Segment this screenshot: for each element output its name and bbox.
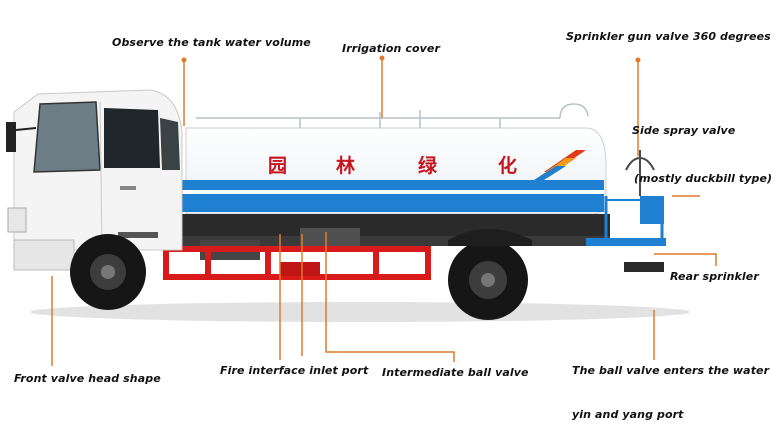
chassis [150,214,610,260]
ground-shadow [30,302,690,322]
tank-char-4: 化 [498,154,517,177]
label-ball-valve-enters: The ball valve enters the water [572,364,769,377]
label-observe-volume: Observe the tank water volume [112,36,311,49]
water-tank [180,104,606,214]
label-front-valve: Front valve head shape [14,372,161,385]
label-duckbill: (mostly duckbill type) [634,172,772,185]
front-wheel [70,234,146,310]
tank-char-2: 林 [336,154,355,177]
label-irrigation-cover: Irrigation cover [342,42,440,55]
rear-wheel [448,240,528,320]
label-side-spray: Side spray valve [632,124,735,137]
label-fire-interface: Fire interface inlet port [220,364,368,377]
tank-char-1: 园 [268,155,287,177]
tank-char-3: 绿 [418,154,438,177]
label-yin-yang: yin and yang port [572,408,684,421]
frame-bracket [280,262,320,276]
label-sprinkler-gun: Sprinkler gun valve 360 degrees [566,30,771,43]
label-rear-sprinkler: Rear sprinkler [670,270,759,283]
label-intermediate-ball: Intermediate ball valve [382,366,529,379]
